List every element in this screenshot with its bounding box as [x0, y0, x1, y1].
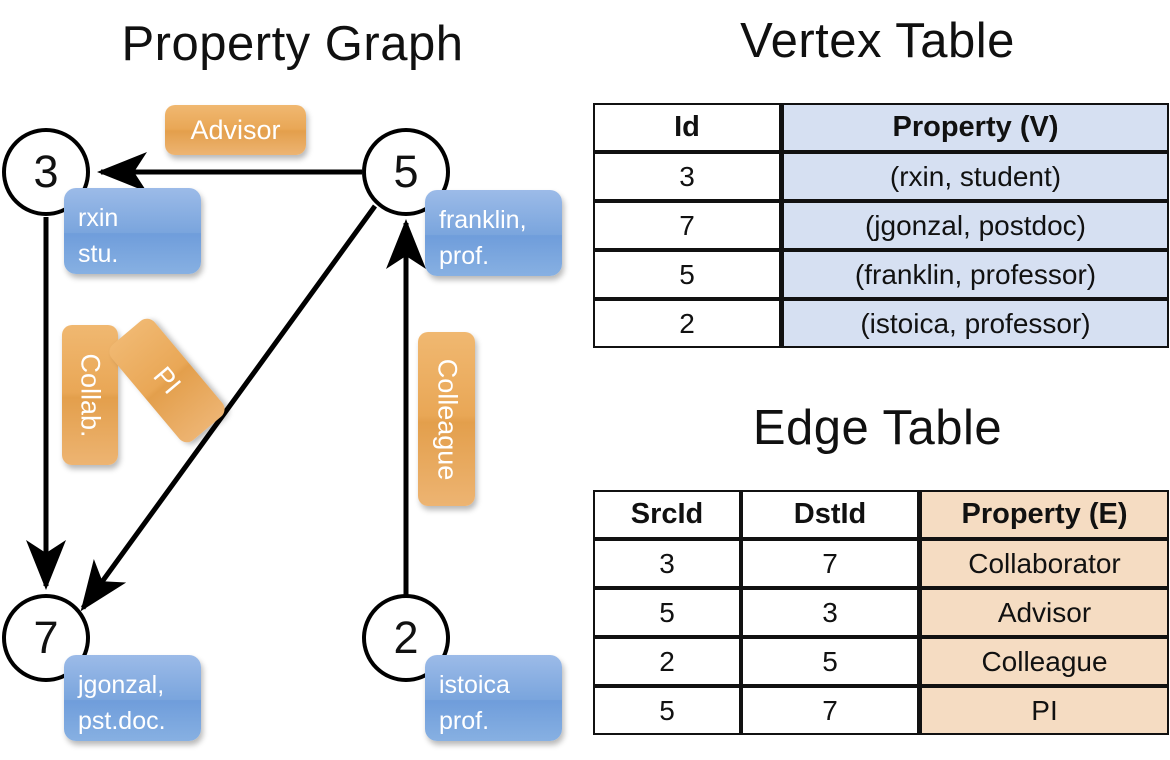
vertex-table-header-property: Property (V) — [781, 103, 1169, 152]
graph-node-5-label: 5 — [393, 146, 419, 197]
edge-row-3-src: 5 — [593, 686, 741, 735]
graph-node-7-label: 7 — [33, 612, 59, 663]
vertex-2-prop-line1: istoica — [439, 671, 510, 699]
edge-row-2-dst: 5 — [741, 637, 919, 686]
vertex-row-1-id: 7 — [593, 201, 781, 250]
table-row: 3 7 Collaborator — [593, 539, 1169, 588]
vertex-property-bubble-7: jgonzal, pst.doc. — [64, 655, 201, 741]
edge-table-header-property: Property (E) — [919, 490, 1169, 539]
vertex-7-prop-line1: jgonzal, — [78, 671, 165, 699]
vertex-7-prop-line2: pst.doc. — [78, 707, 166, 736]
table-row: 2 (istoica, professor) — [593, 299, 1169, 348]
graph-node-2[interactable]: 2 — [362, 594, 450, 682]
property-graph-title: Property Graph — [121, 17, 464, 71]
edge-table-header-row: SrcId DstId Property (E) — [593, 490, 1169, 539]
vertex-row-3-id: 2 — [593, 299, 781, 348]
table-row: 5 7 PI — [593, 686, 1169, 735]
table-row: 7 (jgonzal, postdoc) — [593, 201, 1169, 250]
vertex-property-bubble-5: franklin, prof. — [425, 190, 562, 276]
edge-row-1-property: Advisor — [919, 588, 1169, 637]
vertex-row-0-id: 3 — [593, 152, 781, 201]
edge-label-colleague-text: Colleague — [432, 358, 462, 480]
edge-table-title: Edge Table — [752, 401, 1003, 455]
table-row: 2 5 Colleague — [593, 637, 1169, 686]
vertex-row-0-property: (rxin, student) — [781, 152, 1169, 201]
vertex-table: Id Property (V) 3 (rxin, student) 7 (jgo… — [593, 103, 1169, 348]
vertex-3-prop-line1: rxin — [78, 204, 119, 232]
edge-table: SrcId DstId Property (E) 3 7 Collaborato… — [593, 490, 1169, 735]
vertex-row-2-id: 5 — [593, 250, 781, 299]
edge-label-colleague: Colleague — [418, 332, 475, 506]
vertex-row-1-property: (jgonzal, postdoc) — [781, 201, 1169, 250]
edge-label-advisor-text: Advisor — [190, 114, 281, 145]
vertex-3-prop-line2: stu. — [78, 240, 119, 269]
edge-row-1-dst: 3 — [741, 588, 919, 637]
vertex-table-header-id: Id — [593, 103, 781, 152]
vertex-2-prop-line2: prof. — [439, 707, 490, 736]
graph-edge-arrows — [26, 152, 426, 612]
property-graph-panel: 3 5 7 2 rxin stu. franklin, prof. jgonza… — [2, 105, 562, 741]
edge-table-header-srcid: SrcId — [593, 490, 741, 539]
edge-row-3-property: PI — [919, 686, 1169, 735]
vertex-row-2-property: (franklin, professor) — [781, 250, 1169, 299]
edge-row-0-dst: 7 — [741, 539, 919, 588]
vertex-5-prop-line2: prof. — [439, 242, 490, 271]
graph-node-3-label: 3 — [33, 146, 59, 197]
graph-node-2-label: 2 — [393, 612, 419, 663]
edge-arrow-pi — [80, 204, 378, 612]
vertex-table-header-row: Id Property (V) — [593, 103, 1169, 152]
vertex-property-bubble-2: istoica prof. — [425, 655, 562, 741]
edge-table-header-dstid: DstId — [741, 490, 919, 539]
edge-row-2-src: 2 — [593, 637, 741, 686]
vertex-property-bubble-3: rxin stu. — [64, 188, 201, 274]
vertex-5-prop-line1: franklin, — [439, 206, 527, 234]
edge-label-pi-text: PI — [147, 360, 188, 400]
edge-row-1-src: 5 — [593, 588, 741, 637]
table-row: 3 (rxin, student) — [593, 152, 1169, 201]
edge-row-0-property: Collaborator — [919, 539, 1169, 588]
vertex-row-3-property: (istoica, professor) — [781, 299, 1169, 348]
vertex-table-title: Vertex Table — [740, 14, 1015, 68]
edge-row-0-src: 3 — [593, 539, 741, 588]
edge-label-collab-text: Collab. — [75, 352, 106, 438]
edge-row-3-dst: 7 — [741, 686, 919, 735]
edge-label-advisor: Advisor — [165, 105, 306, 155]
table-row: 5 (franklin, professor) — [593, 250, 1169, 299]
graph-node-5[interactable]: 5 — [362, 128, 450, 216]
table-row: 5 3 Advisor — [593, 588, 1169, 637]
edge-row-2-property: Colleague — [919, 637, 1169, 686]
